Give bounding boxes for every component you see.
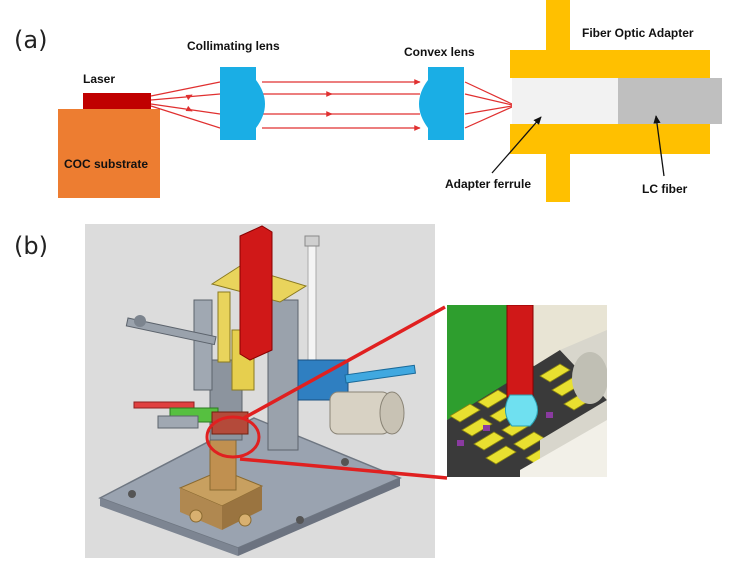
adapter-bottom-stem <box>546 154 570 202</box>
laser-beams <box>150 79 513 131</box>
inset-housing-front <box>520 420 607 477</box>
yellow-bracket-leg <box>217 291 231 363</box>
adapter-top-stem <box>546 0 570 50</box>
callout-line-top <box>243 305 446 420</box>
red-fiber-holder <box>239 225 273 361</box>
base-plate-edge-2 <box>238 478 400 556</box>
callout-line-bottom <box>239 457 448 480</box>
adapter-ferrule-label: Adapter ferrule <box>445 177 531 191</box>
callout-circle <box>205 415 261 459</box>
lc-fiber-shape <box>618 78 722 124</box>
inset-housing-hole <box>572 352 607 404</box>
adapter-top-body <box>510 50 710 78</box>
coc-substrate-block <box>58 109 160 198</box>
fiber-connector <box>304 235 320 247</box>
convex-lens-shape <box>419 67 464 140</box>
inset-chip <box>483 425 490 431</box>
chip-mount <box>211 411 249 435</box>
xyz-stage-side <box>180 488 222 530</box>
motor-end <box>379 391 405 435</box>
rod-cap <box>134 315 146 327</box>
fiber-optic-adapter-label: Fiber Optic Adapter <box>582 26 694 40</box>
screw-hole <box>296 516 304 524</box>
rear-column <box>267 299 299 451</box>
side-bracket <box>193 299 213 391</box>
lc-fiber-label: LC fiber <box>642 182 688 196</box>
panel-a-label: (a) <box>14 26 47 54</box>
inset-chip <box>546 412 553 418</box>
adapter-bottom-body <box>510 124 710 154</box>
adapter-ferrule-shape <box>512 78 618 124</box>
coc-substrate-label: COC substrate <box>64 157 148 171</box>
adapter-ferrule-arrow <box>491 116 542 174</box>
stage-knob <box>238 513 252 527</box>
base-plate-edge <box>100 498 238 556</box>
inset-cyan-lens <box>505 394 538 427</box>
screw-hole <box>341 458 349 466</box>
lc-fiber-arrow <box>653 115 665 177</box>
panel-b-label: (b) <box>14 232 48 260</box>
collimating-lens-shape <box>220 67 265 140</box>
assembly-render <box>98 225 416 556</box>
blue-cable <box>344 364 416 384</box>
front-red-rod <box>133 401 195 409</box>
left-rod <box>125 317 217 346</box>
stage-post <box>209 437 237 491</box>
laser-label: Laser <box>83 72 115 86</box>
zoom-inset <box>447 305 607 477</box>
laser-block <box>83 93 151 109</box>
inset-red-fiber <box>506 305 534 398</box>
inset-green-block <box>447 305 540 420</box>
front-mount <box>157 415 199 429</box>
convex-lens-label: Convex lens <box>404 45 475 59</box>
collimating-lens-label: Collimating lens <box>187 39 280 53</box>
panel-a: (a) COC substrate Laser Col <box>14 0 722 202</box>
panel-b: (b) <box>14 224 607 558</box>
screw-hole <box>128 490 136 498</box>
inset-chip <box>457 440 464 446</box>
xyz-stage-side-2 <box>222 486 262 530</box>
stage-knob <box>189 509 203 523</box>
